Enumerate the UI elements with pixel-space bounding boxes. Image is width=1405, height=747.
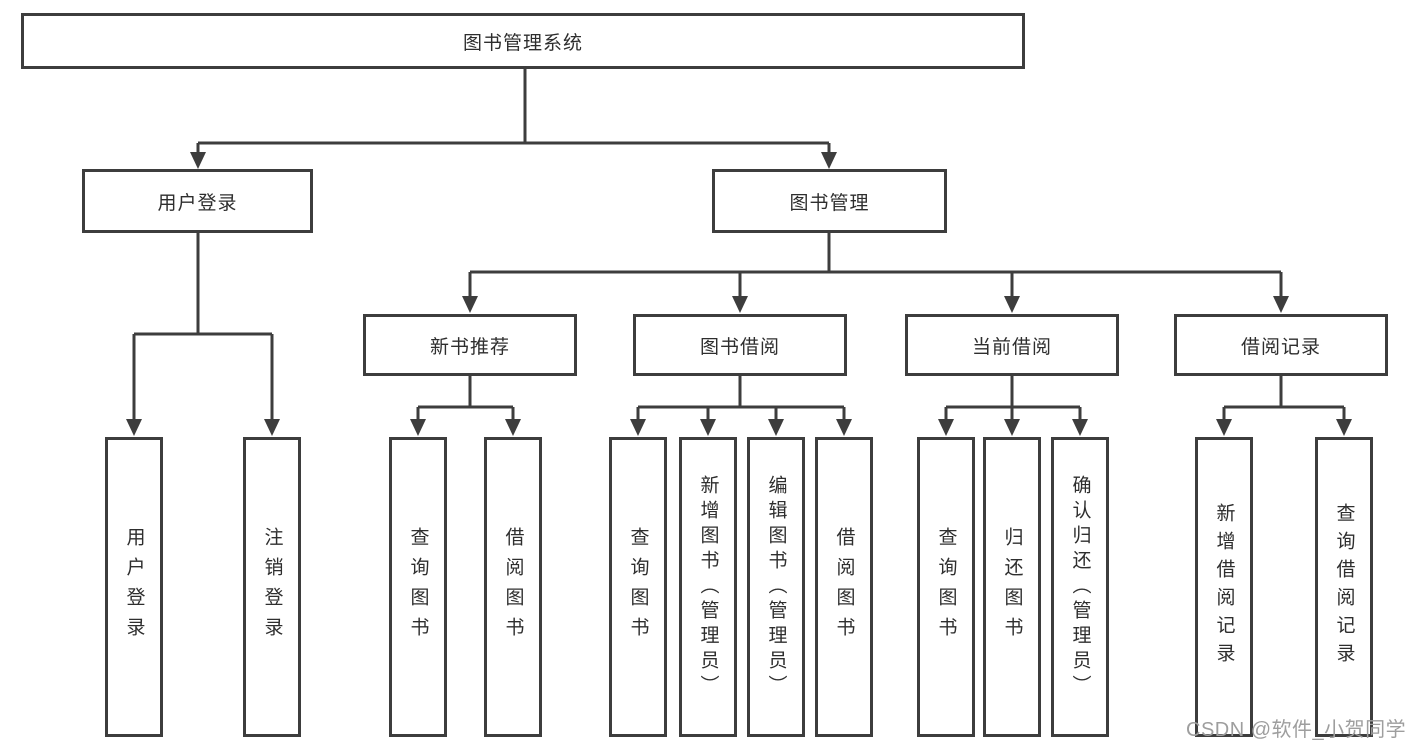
node-book-borrowing: 图书借阅 bbox=[633, 314, 847, 376]
leaf-query-books-recommend: 查询图书 bbox=[389, 437, 447, 737]
leaf-user-login: 用户登录 bbox=[105, 437, 163, 737]
node-borrow-records: 借阅记录 bbox=[1174, 314, 1388, 376]
leaf-borrow-books-recommend: 借阅图书 bbox=[484, 437, 542, 737]
leaf-edit-book-admin: 编辑图书（管理员） bbox=[747, 437, 805, 737]
node-user-login: 用户登录 bbox=[82, 169, 313, 233]
leaf-query-books-current-label: 查询图书 bbox=[935, 527, 957, 647]
csdn-watermark: CSDN @软件_小贺同学 bbox=[1186, 719, 1405, 741]
leaf-borrow-books: 借阅图书 bbox=[815, 437, 873, 737]
leaf-borrow-books-label: 借阅图书 bbox=[833, 527, 855, 647]
leaf-add-book-admin: 新增图书（管理员） bbox=[679, 437, 737, 737]
leaf-borrow-books-recommend-label: 借阅图书 bbox=[502, 527, 524, 647]
leaf-return-book-label: 归还图书 bbox=[1001, 527, 1023, 647]
leaf-query-borrow-record-label: 查询借阅记录 bbox=[1333, 503, 1355, 671]
node-root-label: 图书管理系统 bbox=[462, 32, 583, 54]
leaf-query-books-borrowing: 查询图书 bbox=[609, 437, 667, 737]
leaf-logout: 注销登录 bbox=[243, 437, 301, 737]
node-book-management: 图书管理 bbox=[712, 169, 947, 233]
leaf-return-book: 归还图书 bbox=[983, 437, 1041, 737]
node-new-book-recommend: 新书推荐 bbox=[363, 314, 577, 376]
node-borrow-records-label: 借阅记录 bbox=[1240, 336, 1321, 358]
leaf-user-login-label: 用户登录 bbox=[123, 527, 145, 647]
leaf-query-borrow-record: 查询借阅记录 bbox=[1315, 437, 1373, 737]
node-new-book-recommend-label: 新书推荐 bbox=[429, 336, 510, 358]
node-book-borrowing-label: 图书借阅 bbox=[699, 336, 780, 358]
leaf-confirm-return-admin: 确认归还（管理员） bbox=[1051, 437, 1109, 737]
node-root: 图书管理系统 bbox=[21, 13, 1025, 69]
leaf-logout-label: 注销登录 bbox=[261, 527, 283, 647]
node-current-borrowing: 当前借阅 bbox=[905, 314, 1119, 376]
leaf-edit-book-admin-label: 编辑图书（管理员） bbox=[765, 474, 787, 700]
leaf-query-books-current: 查询图书 bbox=[917, 437, 975, 737]
leaf-add-borrow-record-label: 新增借阅记录 bbox=[1213, 503, 1235, 671]
node-user-login-label: 用户登录 bbox=[157, 192, 238, 214]
leaf-add-book-admin-label: 新增图书（管理员） bbox=[697, 474, 719, 700]
leaf-add-borrow-record: 新增借阅记录 bbox=[1195, 437, 1253, 737]
leaf-confirm-return-admin-label: 确认归还（管理员） bbox=[1069, 474, 1091, 700]
node-book-management-label: 图书管理 bbox=[789, 192, 870, 214]
leaf-query-books-borrowing-label: 查询图书 bbox=[627, 527, 649, 647]
leaf-query-books-recommend-label: 查询图书 bbox=[407, 527, 429, 647]
node-current-borrowing-label: 当前借阅 bbox=[971, 336, 1052, 358]
